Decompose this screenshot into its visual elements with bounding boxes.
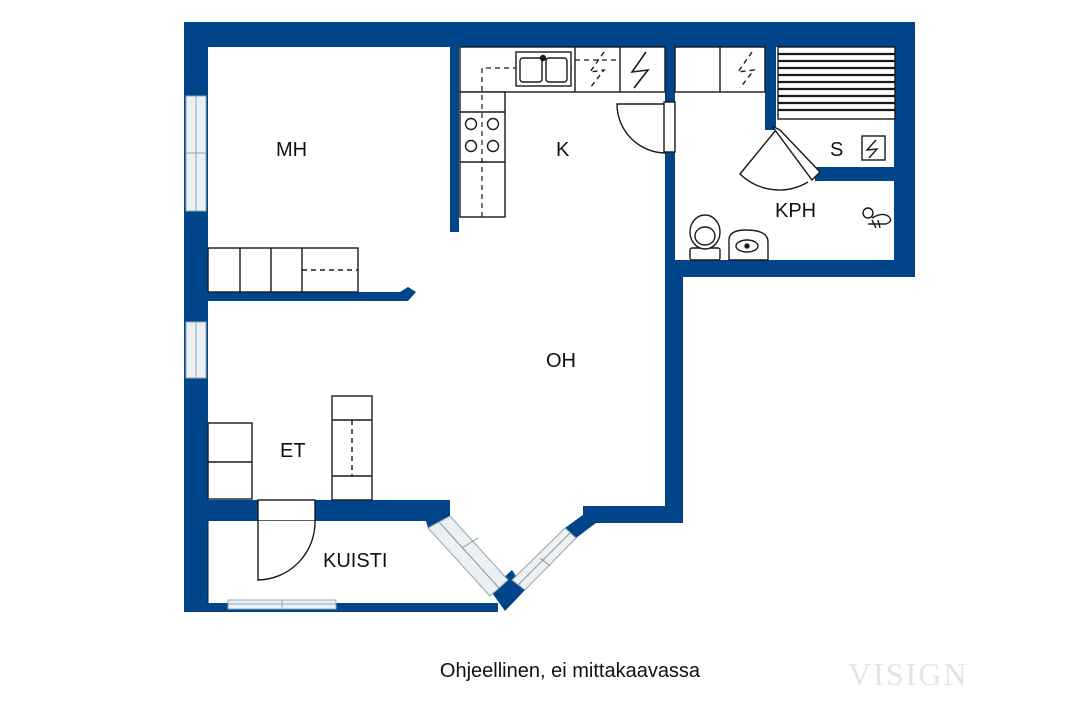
windows — [185, 95, 337, 610]
kitchen-bath-door — [616, 101, 676, 154]
room-label-mh: MH — [276, 139, 307, 161]
bedroom-wardrobe — [207, 247, 359, 293]
bay-window-right — [511, 527, 577, 591]
room-label-kuisti: KUISTI — [323, 550, 387, 572]
sauna-stove-icon — [861, 135, 886, 161]
room-label-et: ET — [280, 440, 306, 462]
washer-icon — [736, 51, 756, 89]
room-label-kph: KPH — [775, 200, 816, 222]
shower-icon — [862, 207, 892, 229]
sink-icon — [515, 51, 572, 87]
bay-window-left — [427, 515, 509, 597]
watermark-logo: VISIGN — [848, 656, 969, 692]
room-label-oh: OH — [546, 350, 576, 372]
sauna-door — [739, 125, 821, 191]
sauna-bench — [777, 46, 896, 120]
stove-icon — [464, 117, 500, 153]
toilet-icon — [689, 214, 721, 261]
entrance-cabinet-left — [207, 422, 253, 500]
entrance-door — [257, 499, 316, 581]
fridge-icon — [630, 51, 650, 89]
disclaimer-caption: Ohjeellinen, ei mittakaavassa — [439, 660, 701, 682]
entrance-cabinet-right — [331, 395, 373, 501]
room-label-s: S — [830, 139, 843, 161]
room-label-k: K — [556, 139, 570, 161]
dishwasher-icon — [588, 51, 606, 89]
washbasin-icon — [728, 229, 769, 261]
